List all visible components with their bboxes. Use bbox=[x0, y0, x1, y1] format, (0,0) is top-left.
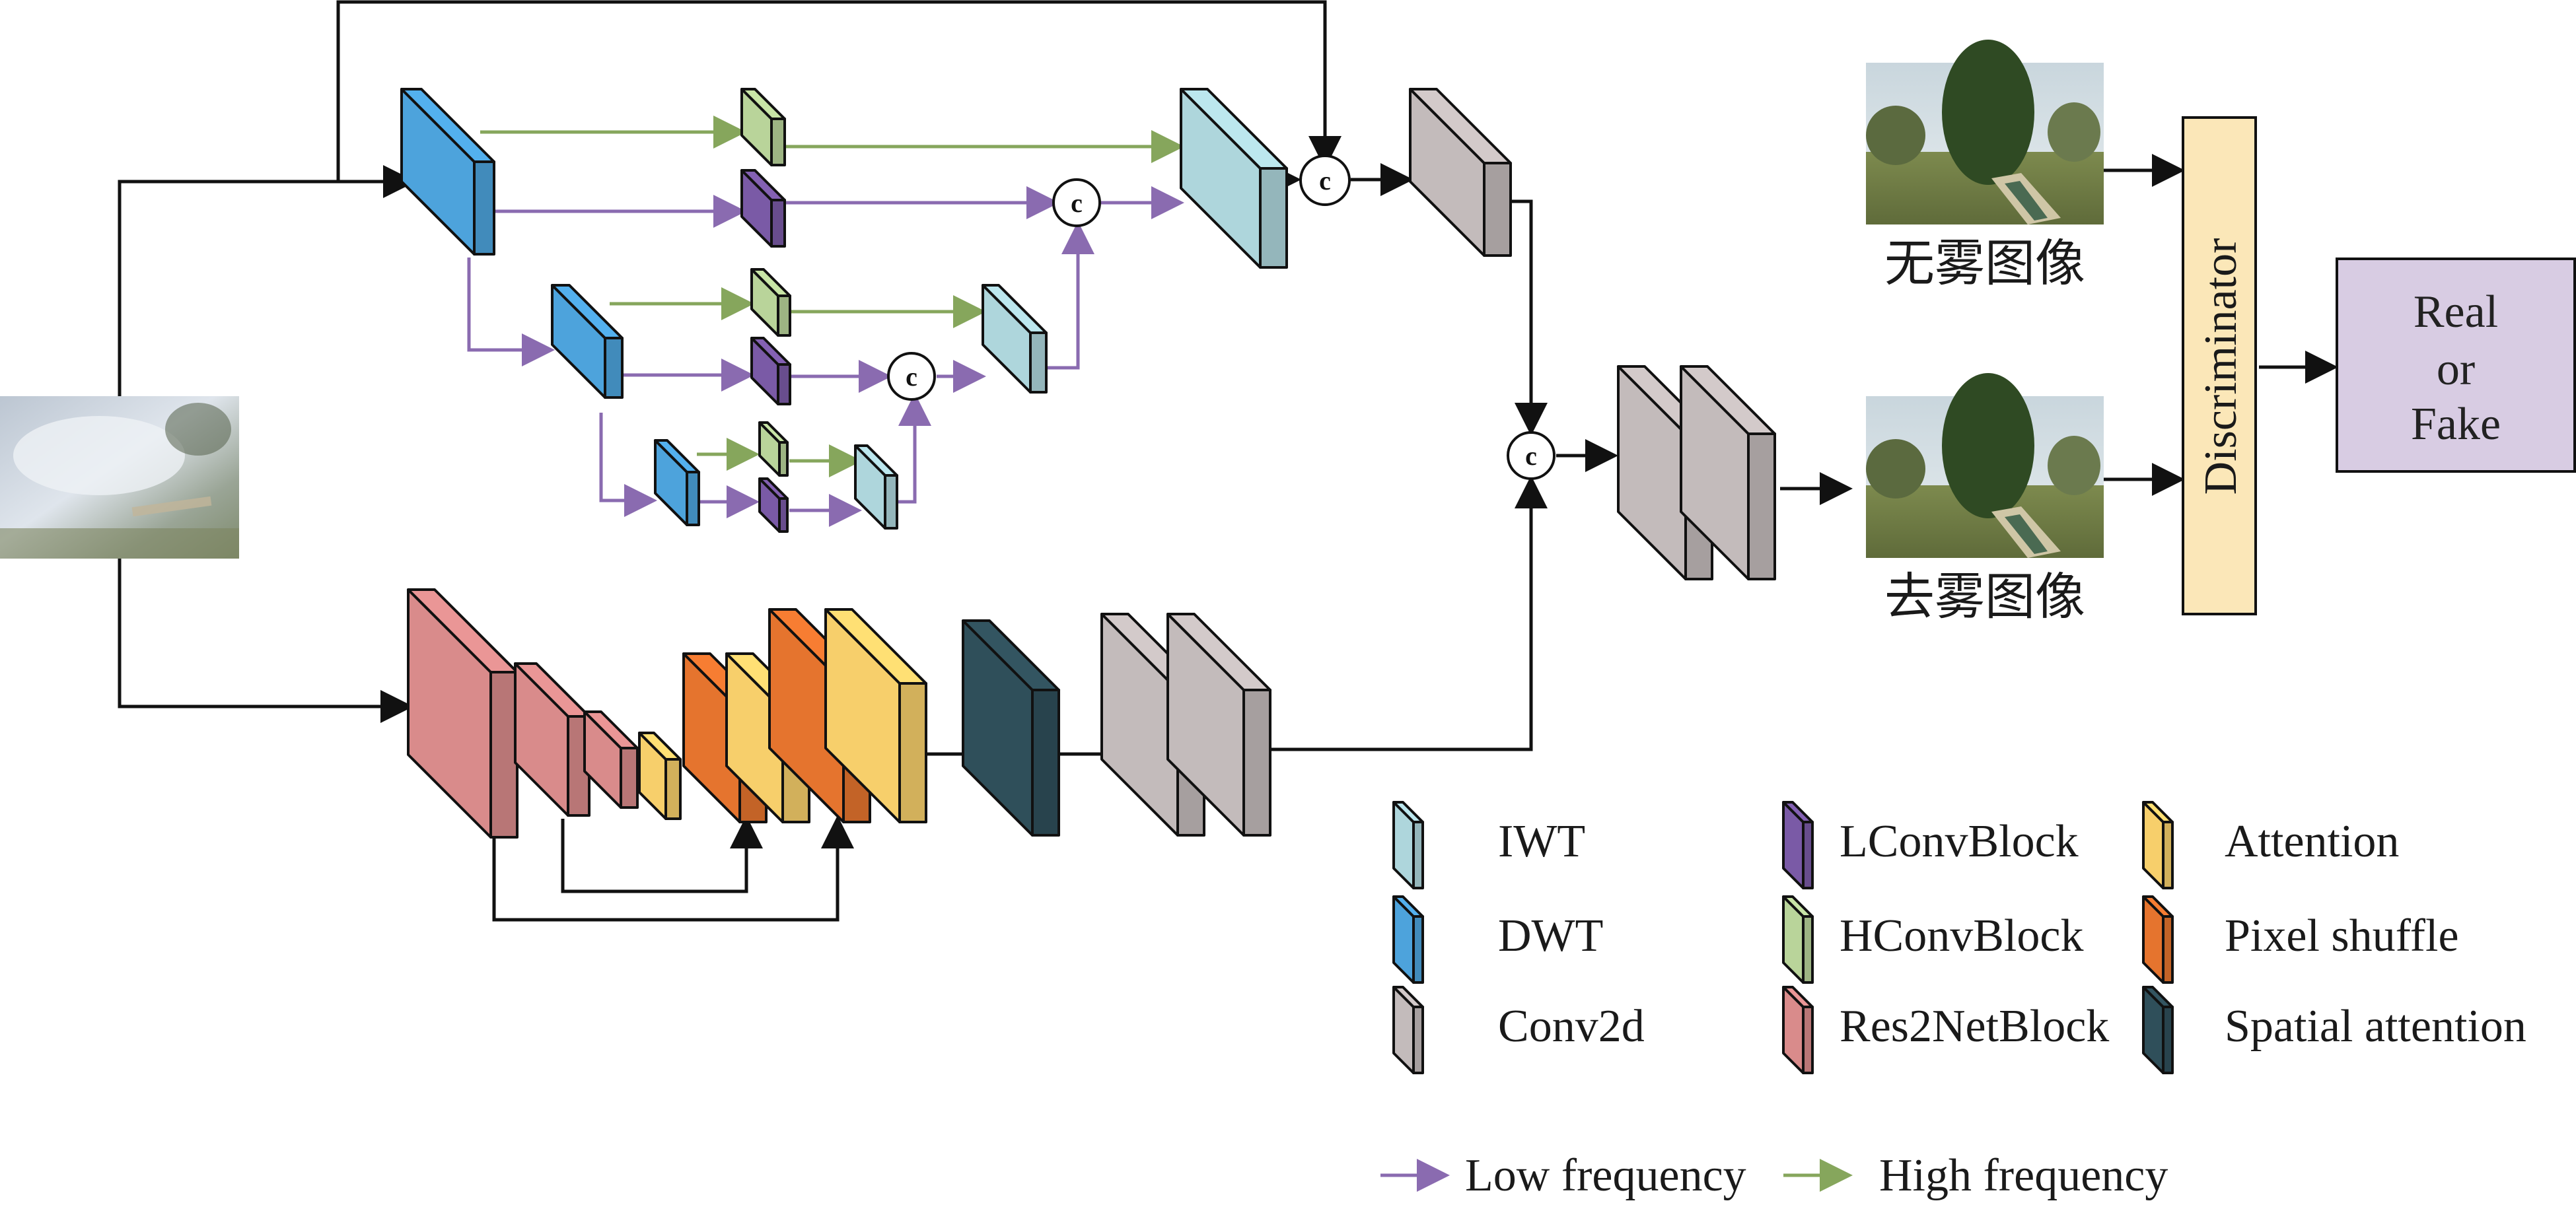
res2net-block-1 bbox=[407, 588, 519, 839]
legend-label-conv2d: Conv2d bbox=[1498, 1001, 1645, 1052]
legend-swatch-attention-icon bbox=[2142, 801, 2174, 889]
res2net-block-3 bbox=[583, 710, 639, 809]
legend-swatch-lconvblock-icon bbox=[1782, 801, 1814, 889]
output-label-fake: Fake bbox=[2411, 399, 2501, 450]
hconv-block-l3 bbox=[758, 421, 789, 477]
clear-image-label: 无雾图像 bbox=[1884, 234, 2085, 293]
legend-swatch-hconvblock-icon bbox=[1782, 895, 1814, 984]
output-label-real: Real bbox=[2414, 287, 2498, 337]
svg-text:c: c bbox=[1071, 188, 1083, 218]
legend-label-spatial-attention: Spatial attention bbox=[2225, 1001, 2526, 1052]
legend-label-res2netblock: Res2NetBlock bbox=[1840, 1001, 2109, 1052]
legend-label-attention: Attention bbox=[2225, 816, 2399, 867]
svg-text:c: c bbox=[1319, 166, 1331, 195]
lconv-block-l2 bbox=[750, 337, 791, 405]
concat-node-top: c bbox=[1299, 155, 1351, 206]
hconv-block-l2 bbox=[750, 268, 791, 337]
legend-label-iwt: IWT bbox=[1498, 816, 1585, 867]
legend-swatch-dwt-icon bbox=[1392, 895, 1424, 984]
dwt-block-l1 bbox=[400, 88, 495, 256]
conv-block-top bbox=[1409, 88, 1512, 257]
attention-block-1 bbox=[638, 732, 682, 820]
lconv-block-l1 bbox=[740, 169, 786, 248]
output-label-or: or bbox=[2437, 344, 2475, 395]
legend-swatch-res2netblock-icon bbox=[1782, 986, 1814, 1074]
discriminator-label: Discriminator bbox=[2196, 238, 2246, 495]
dwt-block-l3 bbox=[654, 439, 700, 526]
low-frequency-label: Low frequency bbox=[1465, 1150, 1746, 1201]
legend: IWT DWT Conv2d LConvBlockHConvBlockRes2NetB… bbox=[1392, 801, 2526, 1074]
concat-node-l1: c bbox=[1052, 178, 1101, 227]
hazy-input-image bbox=[0, 396, 239, 559]
svg-text:c: c bbox=[1525, 441, 1537, 471]
legend-swatch-spatial-attention-icon bbox=[2142, 986, 2174, 1074]
high-frequency-label: High frequency bbox=[1879, 1150, 2168, 1201]
wavelet-branch-arrows bbox=[467, 116, 1184, 527]
legend-swatch-iwt-icon bbox=[1392, 801, 1424, 889]
conv-block-final-2 bbox=[1680, 365, 1776, 580]
lconv-block-l3 bbox=[758, 477, 789, 533]
concat-node-merge: c bbox=[1507, 431, 1556, 480]
legend-label-hconvblock: HConvBlock bbox=[1840, 911, 2083, 961]
svg-text:c: c bbox=[906, 362, 917, 392]
dwt-block-l2 bbox=[551, 284, 624, 399]
iwt-block-l2 bbox=[982, 284, 1048, 394]
conv-block-bottom-2 bbox=[1166, 613, 1271, 837]
clear-image bbox=[1866, 40, 2104, 224]
legend-label-pixel-shuffle: Pixel shuffle bbox=[2225, 911, 2459, 961]
output-box bbox=[2336, 258, 2576, 473]
iwt-block-l3 bbox=[854, 444, 898, 530]
legend-label-dwt: DWT bbox=[1498, 911, 1603, 961]
dehazed-image-label: 去雾图像 bbox=[1884, 567, 2085, 626]
legend-swatch-pixel-shuffle-icon bbox=[2142, 895, 2174, 984]
spatial-attention-block bbox=[962, 619, 1060, 837]
iwt-block-l1 bbox=[1180, 88, 1288, 269]
attention-block-3 bbox=[824, 608, 927, 823]
discriminator-box bbox=[2182, 116, 2257, 615]
legend-arrows: Low frequency High frequency bbox=[1380, 1150, 2168, 1201]
res2net-block-2 bbox=[514, 662, 590, 817]
legend-swatch-conv2d-icon bbox=[1392, 986, 1424, 1074]
concat-node-l2: c bbox=[887, 352, 936, 401]
network-blocks bbox=[400, 88, 1776, 839]
dehazed-image bbox=[1866, 373, 2104, 558]
hconv-block-l1 bbox=[740, 88, 786, 166]
legend-label-lconvblock: LConvBlock bbox=[1840, 816, 2079, 867]
